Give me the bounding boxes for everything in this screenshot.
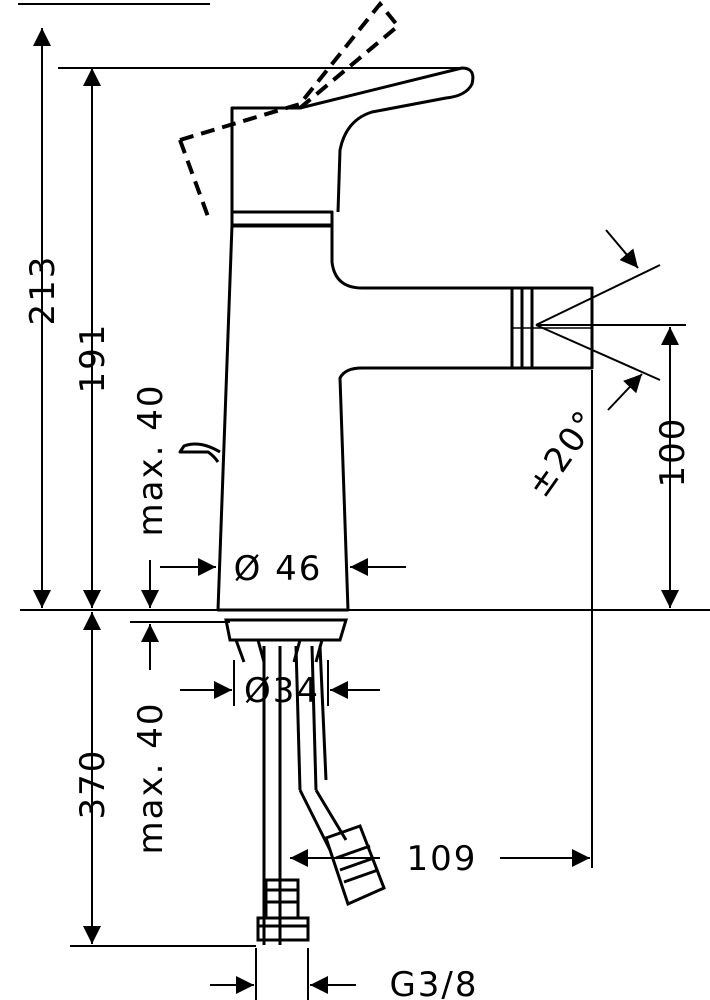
dim-max-deck-bottom: max. 40 xyxy=(131,702,171,855)
dim-hose-length: 370 xyxy=(73,749,113,820)
dim-max-deck-top: max. 40 xyxy=(131,384,171,537)
faucet-body xyxy=(178,66,594,612)
dim-projection: 109 xyxy=(407,839,478,879)
handle-swivel-outline xyxy=(178,0,401,223)
deck-and-mounting xyxy=(20,609,710,945)
dim-outlet-height: 100 xyxy=(653,417,693,488)
dim-spout-height: 191 xyxy=(73,323,113,394)
dim-connection: G3/8 xyxy=(389,965,478,1000)
dim-total-height: 213 xyxy=(23,255,63,326)
dim-shank-diameter: Ø34 xyxy=(244,671,320,711)
dimension-lines xyxy=(18,3,686,1000)
dim-swivel-angle: ±20° xyxy=(519,403,607,505)
dim-body-diameter: Ø 46 xyxy=(234,549,323,589)
